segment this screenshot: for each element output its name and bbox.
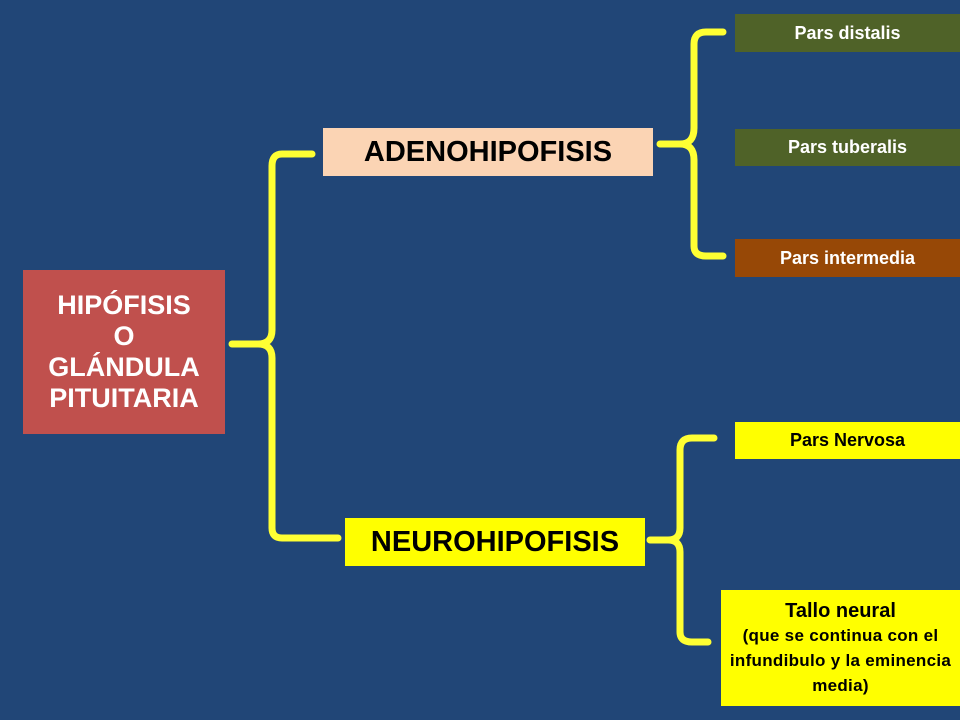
leaf-pars-distalis: Pars distalis [735, 14, 960, 52]
tallo-neural-title: Tallo neural [785, 599, 896, 622]
leaf-pars-nervosa: Pars Nervosa [735, 422, 960, 459]
node-neurohipofisis: NEUROHIPOFISIS [345, 518, 645, 566]
leaf-pars-tuberalis: Pars tuberalis [735, 129, 960, 166]
neuro-bracket [646, 434, 718, 646]
tallo-neural-note: (que se continua con el infundibulo y la… [729, 625, 952, 695]
root-line-4: PITUITARIA [49, 383, 199, 413]
leaf-tallo-neural: Tallo neural (que se continua con el inf… [721, 590, 960, 706]
root-line-2: O [113, 321, 135, 351]
root-line-1: HIPÓFISIS [57, 290, 191, 320]
adeno-bracket [656, 28, 727, 260]
leaf-pars-intermedia: Pars intermedia [735, 239, 960, 277]
root-node-hipofisis: HIPÓFISIS O GLÁNDULA PITUITARIA [23, 270, 225, 434]
node-adenohipofisis: ADENOHIPOFISIS [323, 128, 653, 176]
main-bracket [228, 150, 342, 542]
root-line-3: GLÁNDULA [48, 352, 200, 382]
